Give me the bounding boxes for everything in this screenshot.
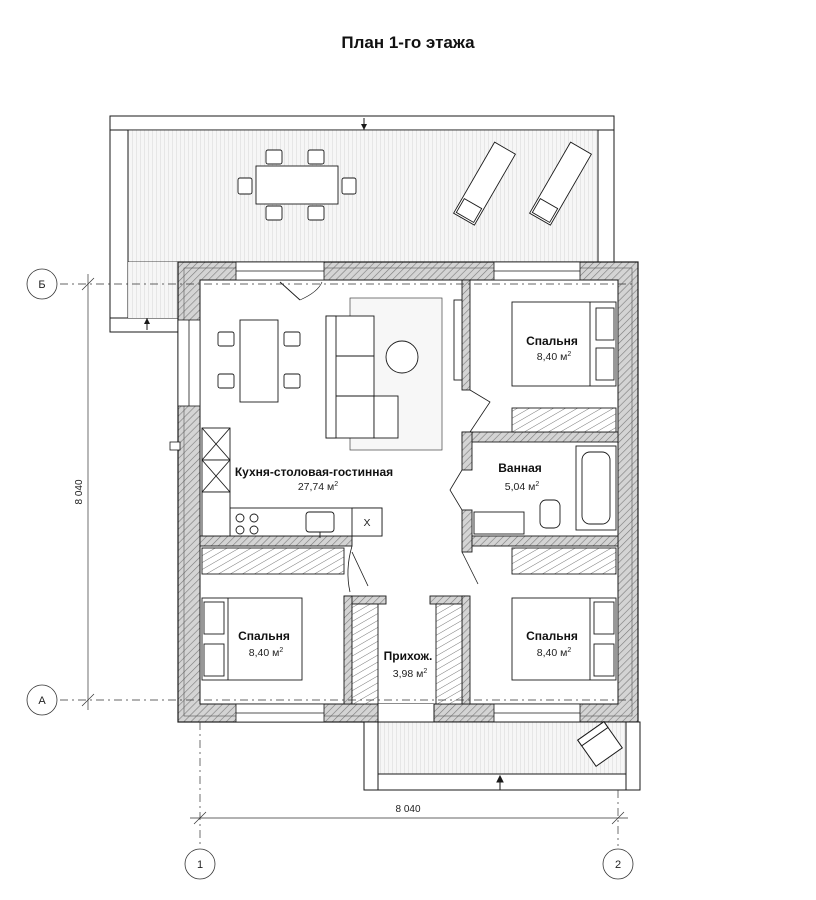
room-name-bedroom-top: Спальня [526, 334, 578, 348]
dimension-horizontal-label: 8 040 [395, 804, 420, 815]
bathroom-fixtures [473, 445, 617, 535]
terrace [109, 115, 615, 333]
entrance-porch [363, 721, 641, 791]
axis-marker-a: А [26, 684, 58, 716]
stove-mark: X [363, 517, 370, 529]
room-name-hall: Прихож. [384, 649, 433, 663]
svg-text:Б: Б [38, 279, 45, 291]
room-name-bathroom: Ванная [498, 461, 542, 475]
axis-marker-2: 2 [602, 848, 634, 880]
room-area-bedroom-top: 8,40 м2 [537, 351, 572, 363]
room-name-bedroom-left: Спальня [238, 629, 290, 643]
room-name-living: Кухня-столовая-гостинная [235, 465, 393, 479]
dimension-vertical-label: 8 040 [74, 479, 85, 504]
dimension-vertical [81, 274, 95, 710]
svg-text:А: А [38, 695, 46, 707]
living-furniture [201, 297, 463, 538]
plan-title: План 1-го этажа [341, 33, 475, 52]
room-area-bedroom-left: 8,40 м2 [249, 647, 284, 659]
interior-walls [199, 279, 619, 705]
bedroom-right-furniture [511, 547, 617, 681]
axis-grid [60, 283, 636, 846]
room-area-hall: 3,98 м2 [393, 668, 428, 680]
room-labels: Кухня-столовая-гостинная 27,74 м2 Спальн… [235, 334, 578, 680]
svg-text:1: 1 [197, 859, 203, 871]
room-area-bedroom-right: 8,40 м2 [537, 647, 572, 659]
bedroom-top-furniture [511, 301, 617, 433]
bedroom-left-furniture [201, 547, 345, 681]
axis-marker-b: Б [26, 268, 58, 300]
room-area-living: 27,74 м2 [298, 481, 338, 493]
hall-wardrobes [351, 603, 463, 705]
axis-marker-1: 1 [184, 848, 216, 880]
room-name-bedroom-right: Спальня [526, 629, 578, 643]
door-swings [347, 389, 491, 593]
svg-text:2: 2 [615, 859, 621, 871]
sun-loungers [452, 141, 593, 226]
dimension-horizontal [190, 811, 628, 825]
outdoor-dining-set [237, 149, 357, 221]
windows [169, 261, 581, 723]
room-area-bathroom: 5,04 м2 [505, 481, 540, 493]
